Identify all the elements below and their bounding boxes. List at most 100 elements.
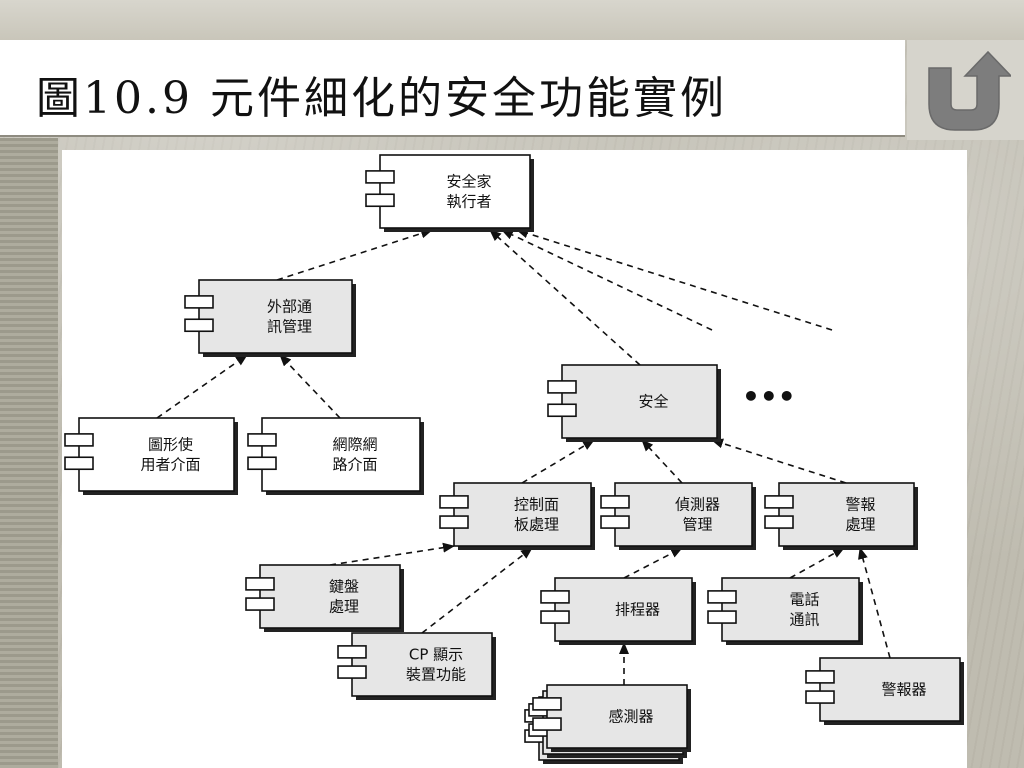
component-label: CP 顯示	[409, 646, 463, 664]
component-body	[259, 564, 401, 629]
component-label: 圖形使	[148, 436, 193, 454]
dependency-arrow	[501, 229, 713, 331]
title-bar	[0, 40, 905, 135]
component-scheduler: 排程器	[540, 577, 696, 645]
component-tab	[365, 193, 395, 208]
component-label: 處理	[845, 516, 875, 534]
dependency-arrow	[516, 228, 833, 331]
component-body	[561, 364, 718, 439]
component-label: 通訊	[789, 611, 819, 629]
more-components-ellipsis: •••	[742, 380, 796, 413]
component-body	[721, 577, 860, 642]
component-label: 控制面	[514, 496, 559, 514]
component-label: 用者介面	[140, 456, 200, 474]
component-tab	[247, 456, 277, 471]
component-body	[351, 632, 493, 697]
component-body	[546, 684, 688, 749]
component-tab	[184, 318, 214, 333]
component-body	[198, 279, 353, 354]
component-label: 路介面	[332, 456, 377, 474]
component-body	[554, 577, 693, 642]
component-label: 安全	[638, 393, 668, 411]
dependency-arrow	[711, 438, 847, 484]
component-label: 偵測器	[675, 496, 720, 514]
component-label: 訊管理	[267, 318, 312, 336]
component-tab	[64, 433, 94, 447]
page-title: 圖10.9 元件細化的安全功能實例	[36, 73, 727, 124]
component-diagram: 安全家執行者外部通訊管理圖形使用者介面網際網路介面安全控制面板處理偵測器管理警報…	[64, 154, 964, 764]
component-tab	[245, 597, 275, 611]
component-label: 電話	[789, 591, 819, 609]
component-body	[614, 482, 753, 547]
back-button[interactable]	[907, 40, 1024, 140]
component-tab	[764, 495, 794, 509]
component-body	[379, 154, 531, 229]
component-tab	[805, 670, 835, 684]
dependency-arrow	[858, 547, 891, 659]
dependency-arrow	[421, 547, 533, 634]
component-tab	[64, 456, 94, 471]
component-tab	[805, 690, 835, 704]
component-tab	[532, 717, 562, 731]
component-tab	[439, 515, 469, 529]
component-label: 外部通	[267, 298, 312, 316]
component-security: 安全	[547, 364, 721, 442]
component-label: 管理	[682, 516, 712, 534]
component-tab	[532, 697, 562, 711]
dependency-arrow	[279, 354, 341, 419]
dependency-arrow	[789, 547, 845, 579]
dependency-arrow	[623, 547, 683, 579]
dependency-arrow	[156, 354, 248, 419]
component-label: 安全家	[446, 173, 491, 191]
component-label: 網際網	[332, 436, 377, 454]
diagram-panel: 安全家執行者外部通訊管理圖形使用者介面網際網路介面安全控制面板處理偵測器管理警報…	[62, 150, 967, 768]
component-label: 鍵盤	[329, 578, 359, 596]
component-tab	[540, 590, 570, 604]
slide-left-band	[0, 138, 58, 768]
component-tab	[540, 610, 570, 624]
slide-top-band	[0, 0, 1024, 40]
component-tab	[337, 645, 367, 659]
dependency-arrow	[329, 542, 455, 566]
component-label: 裝置功能	[406, 666, 466, 684]
component-tab	[247, 433, 277, 447]
component-body	[819, 657, 961, 722]
component-body	[778, 482, 915, 547]
component-tab	[365, 170, 395, 184]
component-body	[453, 482, 592, 547]
component-tab	[337, 665, 367, 679]
component-tab	[184, 295, 214, 309]
component-tab	[245, 577, 275, 591]
component-body	[78, 417, 235, 492]
component-label: 警報	[845, 496, 875, 514]
component-tab	[547, 380, 577, 394]
component-tab	[707, 610, 737, 624]
component-tab	[547, 403, 577, 418]
dependency-arrow	[489, 229, 641, 366]
component-tab	[600, 495, 630, 509]
component-alarm: 警報器	[805, 657, 964, 725]
component-label: 警報器	[881, 681, 926, 699]
component-body	[261, 417, 421, 492]
component-label: 執行者	[446, 193, 491, 211]
component-tab	[439, 495, 469, 509]
component-label: 板處理	[514, 516, 559, 534]
dependency-arrow	[276, 228, 433, 281]
component-sensor: 感測器	[524, 684, 691, 764]
u-turn-arrow-icon	[928, 50, 1011, 131]
component-tab	[600, 515, 630, 529]
component-label: 排程器	[615, 601, 660, 619]
component-label: 處理	[329, 598, 359, 616]
component-tab	[764, 515, 794, 529]
component-label: 感測器	[608, 708, 653, 726]
component-tab	[707, 590, 737, 604]
